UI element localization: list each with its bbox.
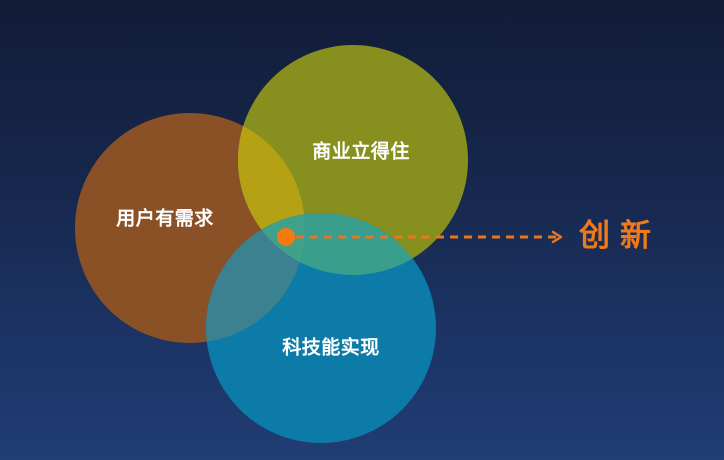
overlap-user-technology <box>206 213 305 343</box>
arrow-head-icon <box>551 230 563 244</box>
intersection-dot <box>277 228 295 246</box>
label-technology-feasible: 科技能实现 <box>282 336 380 359</box>
label-user-needs: 用户有需求 <box>116 207 214 230</box>
result-label-innovation: 创新 <box>579 218 661 254</box>
label-business-viable: 商业立得住 <box>312 140 410 163</box>
